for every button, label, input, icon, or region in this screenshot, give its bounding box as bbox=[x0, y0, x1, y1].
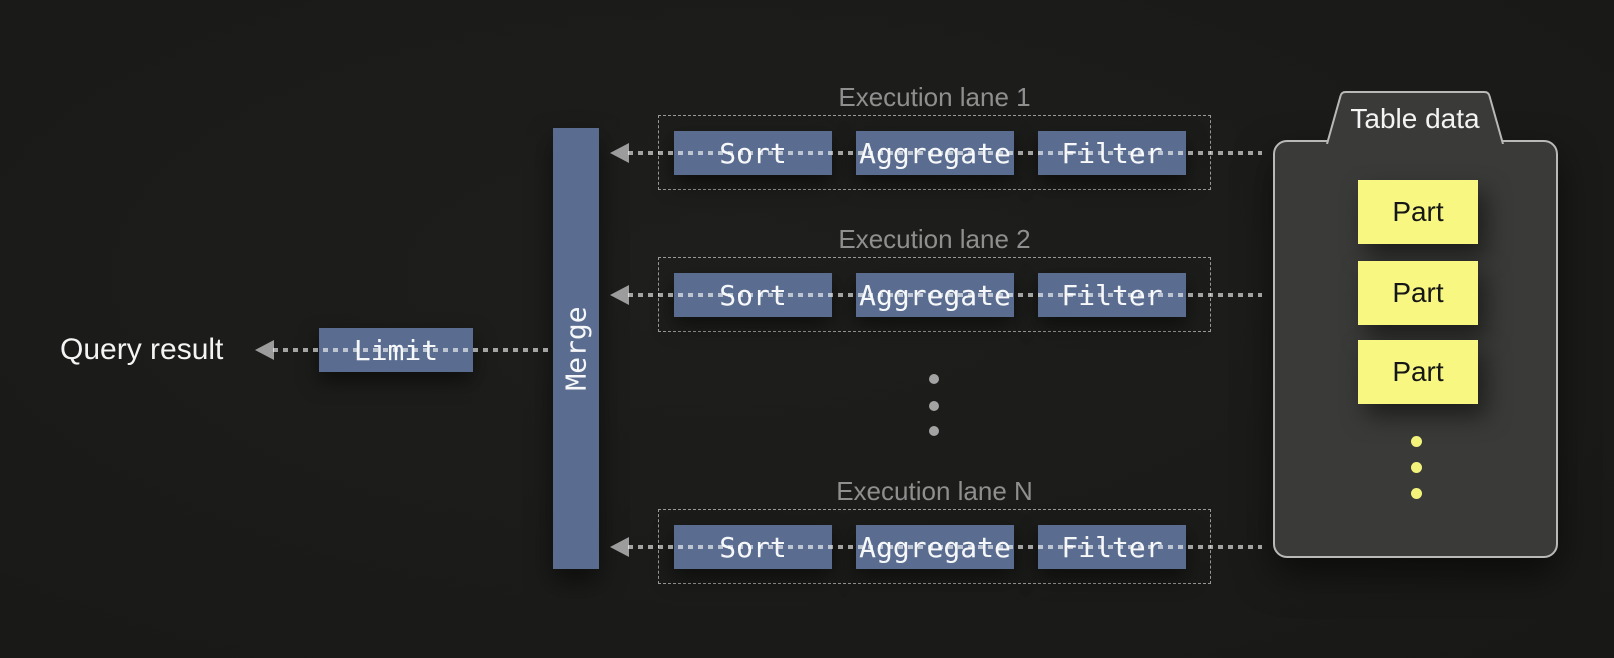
table-part-label: Part bbox=[1392, 277, 1444, 308]
table-data-panel: Part Part Part bbox=[1273, 140, 1558, 558]
table-part-box: Part bbox=[1358, 261, 1478, 325]
ellipsis-dot bbox=[929, 426, 939, 436]
arrowhead-left-icon bbox=[610, 537, 629, 557]
execution-lane-2: Execution lane 2 Sort Aggregate Filter bbox=[658, 224, 1211, 332]
table-data-title: Table data bbox=[1350, 103, 1480, 134]
dotted-connector-lane-2 bbox=[628, 293, 1262, 297]
dotted-connector-lane-n bbox=[628, 545, 1262, 549]
table-data-tab-shape bbox=[1326, 91, 1504, 144]
ellipsis-dot bbox=[929, 374, 939, 384]
arrowhead-left-icon bbox=[255, 340, 274, 360]
execution-lane-1-label: Execution lane 1 bbox=[838, 82, 1031, 112]
table-part-label: Part bbox=[1392, 196, 1444, 227]
table-part-box: Part bbox=[1358, 180, 1478, 244]
arrowhead-left-icon bbox=[610, 143, 629, 163]
ellipsis-dot bbox=[1411, 488, 1422, 499]
table-part-box: Part bbox=[1358, 340, 1478, 404]
arrowhead-left-icon bbox=[610, 285, 629, 305]
dotted-connector-lane-1 bbox=[628, 151, 1262, 155]
merge-operator-label: Merge bbox=[559, 306, 593, 391]
ellipsis-dot bbox=[1411, 462, 1422, 473]
execution-lane-2-label: Execution lane 2 bbox=[838, 224, 1031, 254]
merge-operator-bar: Merge bbox=[553, 128, 599, 569]
table-part-label: Part bbox=[1392, 356, 1444, 387]
execution-lane-n-label: Execution lane N bbox=[836, 476, 1033, 506]
ellipsis-dot bbox=[1411, 436, 1422, 447]
dotted-connector-limit bbox=[273, 348, 553, 352]
query-result-label: Query result bbox=[60, 333, 224, 366]
ellipsis-dot bbox=[929, 401, 939, 411]
